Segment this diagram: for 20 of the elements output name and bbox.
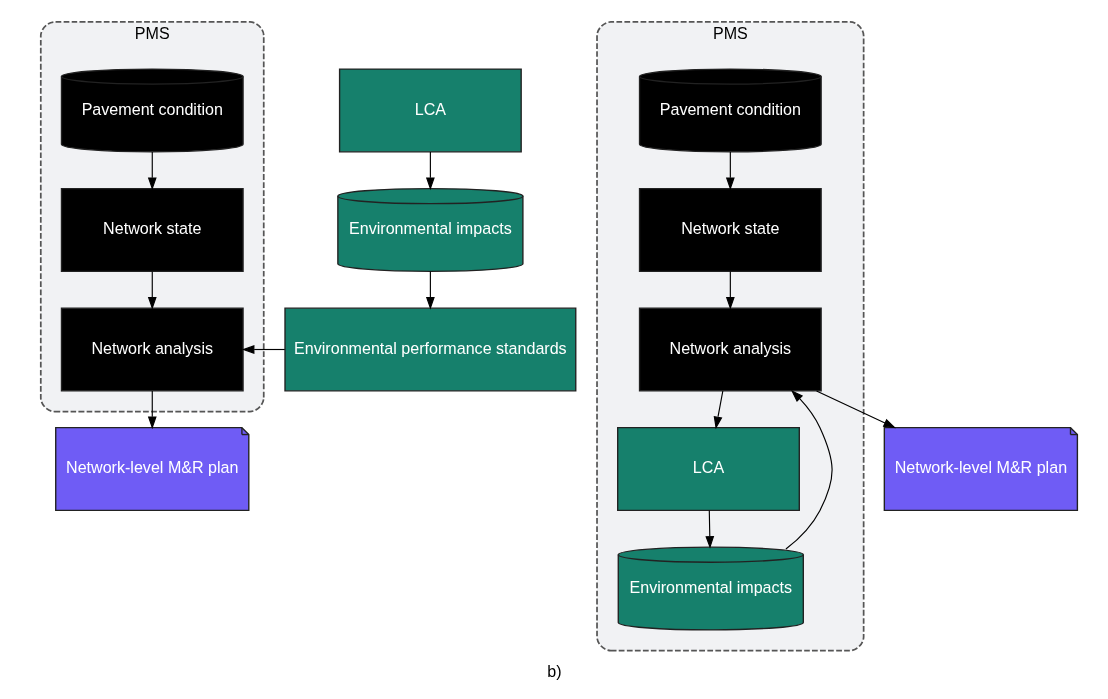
arrow bbox=[725, 151, 735, 191]
arrow bbox=[815, 390, 896, 429]
arrow bbox=[425, 270, 435, 310]
arrow bbox=[725, 270, 735, 310]
arrow bbox=[147, 390, 157, 430]
node-box: Environmental performance standards bbox=[283, 307, 576, 392]
node-box: LCA bbox=[338, 68, 522, 153]
arrow bbox=[241, 345, 285, 354]
node-box: Network state bbox=[638, 187, 822, 273]
node-box: LCA bbox=[616, 426, 800, 512]
node-box: Network analysis bbox=[638, 307, 822, 392]
arrow bbox=[784, 389, 833, 550]
arrow bbox=[425, 151, 435, 191]
arrow bbox=[147, 151, 157, 191]
arrow bbox=[147, 270, 157, 310]
node-box: Network state bbox=[60, 187, 244, 273]
arrow bbox=[704, 509, 714, 549]
arrow bbox=[713, 390, 723, 430]
caption: b) bbox=[546, 662, 562, 681]
node-box: Network analysis bbox=[60, 307, 244, 392]
